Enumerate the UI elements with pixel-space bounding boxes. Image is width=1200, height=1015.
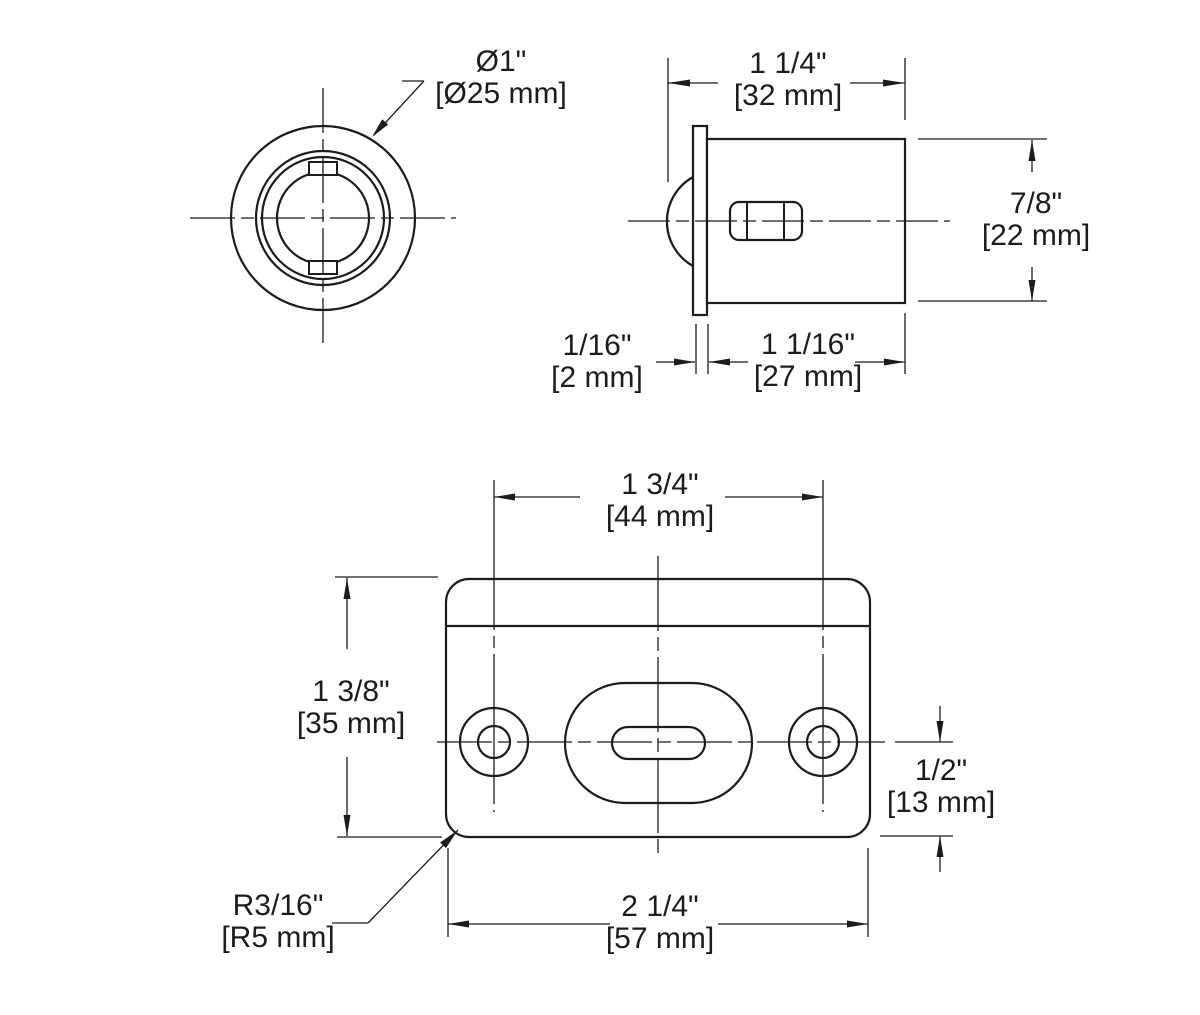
dim-text-metric: [35 mm] <box>296 707 406 740</box>
dim-label-plate-width: 2 1/4" [57 mm] <box>606 891 714 955</box>
arrowhead <box>883 79 905 87</box>
dim-text-inch: 1/2" <box>914 754 968 787</box>
dim-text-metric: [Ø25 mm] <box>435 77 567 110</box>
arrowhead <box>494 493 515 501</box>
side-view <box>628 124 950 317</box>
dim-label-plate-height: 1 3/8" [35 mm] <box>297 676 405 740</box>
arrowhead <box>343 578 351 599</box>
arrowhead <box>936 836 944 857</box>
leader-arrowhead-radius <box>440 830 458 849</box>
arrowhead <box>847 920 868 928</box>
dim-text-metric: [27 mm] <box>753 360 863 393</box>
dim-text-inch: R3/16" <box>232 889 324 922</box>
dim-label-hole-spacing: 1 3/4" [44 mm] <box>606 469 714 533</box>
arrowhead <box>668 79 690 87</box>
dim-text-inch: 7/8" <box>1009 187 1063 220</box>
dim-text-metric: [22 mm] <box>981 219 1091 252</box>
arrowhead <box>936 721 944 742</box>
dim-label-body-depth: 1 1/16" [27 mm] <box>754 329 862 393</box>
plate-view <box>437 480 885 856</box>
dimension-arrowheads <box>343 79 1036 928</box>
dim-text-inch: 1/16" <box>562 329 632 362</box>
dim-text-metric: [44 mm] <box>605 500 715 533</box>
arrowhead <box>709 358 730 366</box>
arrowhead <box>448 920 469 928</box>
dim-text-inch: 1 1/16" <box>760 328 856 361</box>
dim-label-body-diameter: 7/8" [22 mm] <box>982 188 1090 252</box>
dim-label-center-to-edge: 1/2" [13 mm] <box>887 755 995 819</box>
dim-label-diameter: Ø1" [Ø25 mm] <box>435 46 567 110</box>
arrowhead <box>674 358 695 366</box>
arrowhead <box>1028 140 1036 161</box>
dim-text-inch: 1 3/8" <box>312 675 390 708</box>
dim-label-flange-thickness: 1/16" [2 mm] <box>551 330 643 394</box>
leader-arrowhead-diameter <box>372 119 389 137</box>
dim-text-metric: [57 mm] <box>605 922 715 955</box>
arrowhead <box>802 493 823 501</box>
dim-text-inch: Ø1" <box>475 45 527 78</box>
leader-line-radius <box>367 829 459 924</box>
dim-text-inch: 2 1/4" <box>621 890 699 923</box>
dim-text-metric: [32 mm] <box>733 79 843 112</box>
front-view <box>190 88 456 348</box>
dim-text-inch: 1 1/4" <box>749 47 827 80</box>
dim-label-overall-depth: 1 1/4" [32 mm] <box>734 48 842 112</box>
arrowhead <box>884 358 905 366</box>
arrowhead <box>343 815 351 836</box>
dim-text-metric: [2 mm] <box>551 361 643 394</box>
dim-label-corner-radius: R3/16" [R5 mm] <box>221 890 334 954</box>
dim-text-metric: [R5 mm] <box>221 921 335 954</box>
arrowhead <box>1028 280 1036 301</box>
dim-text-metric: [13 mm] <box>886 786 996 819</box>
dim-text-inch: 1 3/4" <box>621 468 699 501</box>
